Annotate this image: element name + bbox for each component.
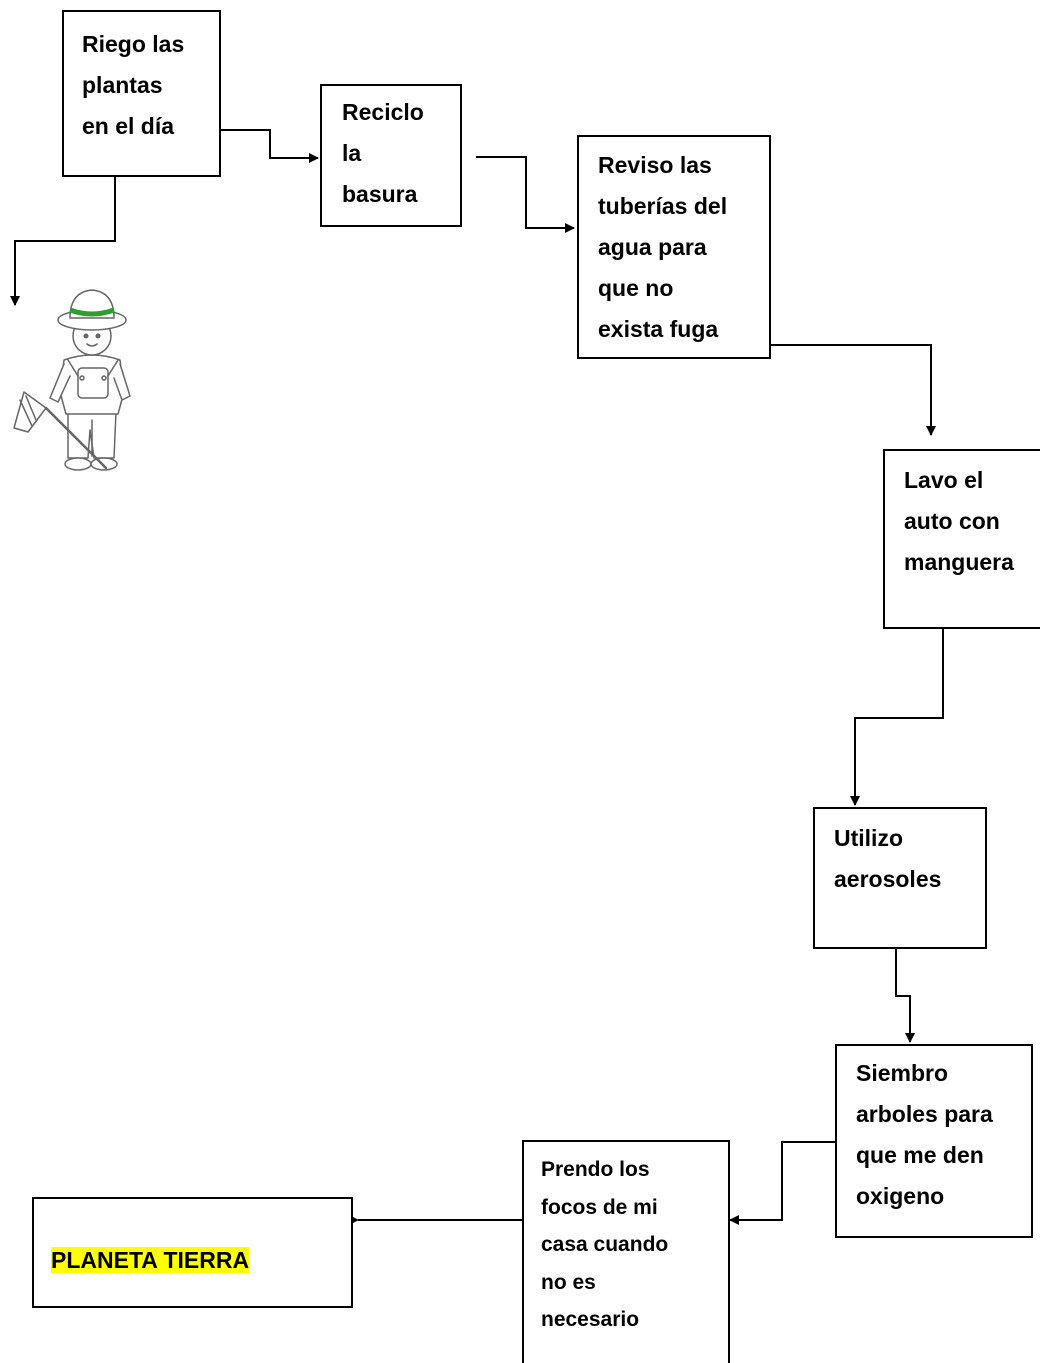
box-reciclo-text: Reciclo la basura [342,99,424,207]
arrow-utilizo-to-siembro [895,948,915,1043]
box-utilizo-text: Utilizo aerosoles [834,825,942,892]
box-prendo [522,1140,730,1363]
box-reciclo [320,84,462,227]
arrow-reciclo-to-reviso [476,156,575,233]
arrow-riego-to-reciclo [221,129,319,163]
box-lavo [883,449,1040,629]
box-lavo-text: Lavo el auto con manguera [904,467,1014,575]
box-reviso-text: Reviso las tuberías del agua para que no… [598,152,728,342]
box-riego-text: Riego las plantas en el día [82,31,185,139]
box-riego [62,10,221,177]
box-utilizo [813,807,987,949]
box-prendo-text: Prendo los focos de mi casa cuando no es… [541,1158,669,1331]
box-planeta-text: PLANETA TIERRA [51,1209,250,1277]
box-reviso [577,135,771,359]
arrow-reviso-to-lavo [771,344,936,436]
arrow-siembro-to-prendo [729,1141,835,1225]
arrow-lavo-to-utilizo [850,628,944,806]
child-gardener-illustration [13,289,131,471]
box-siembro-text: Siembro arboles para que me den oxigeno [856,1060,993,1209]
planeta-highlight: PLANETA TIERRA [51,1247,250,1273]
arrow-riego-to-child [10,177,116,306]
box-siembro [835,1044,1033,1238]
